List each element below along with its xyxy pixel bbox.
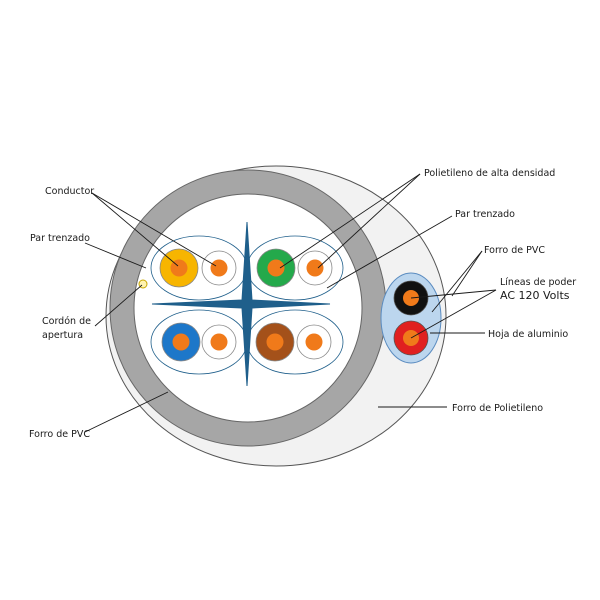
conductor-core [305,333,323,351]
label-forro-pvc-left: Forro de PVC [29,429,90,440]
conductor-core [210,259,228,277]
twisted-pair-green [256,248,333,288]
label-cordon-line2: apertura [42,330,83,341]
label-hoja-aluminio: Hoja de aluminio [488,329,568,340]
label-polietileno-alta: Polietileno de alta densidad [424,168,555,179]
conductor-core [210,333,228,351]
label-conductor: Conductor [45,186,94,197]
cross-separator [151,221,331,387]
label-forro-pvc-right: Forro de PVC [484,245,545,256]
leader-lines [84,173,497,433]
label-cordon-line1: Cordón de [42,316,91,327]
twisted-pair-blue [161,322,237,362]
conductor-core [267,259,285,277]
conductor-core [172,333,190,351]
label-par-trenzado-left: Par trenzado [30,233,90,244]
conductor-core [266,333,284,351]
label-par-trenzado-right: Par trenzado [455,209,515,220]
label-lineas-line2: AC 120 Volts [500,289,570,302]
twisted-pair-brown [255,322,332,362]
label-lineas-line1: Líneas de poder [500,277,576,288]
conductor-core [306,259,324,277]
label-forro-polietileno: Forro de Polietileno [452,403,543,414]
